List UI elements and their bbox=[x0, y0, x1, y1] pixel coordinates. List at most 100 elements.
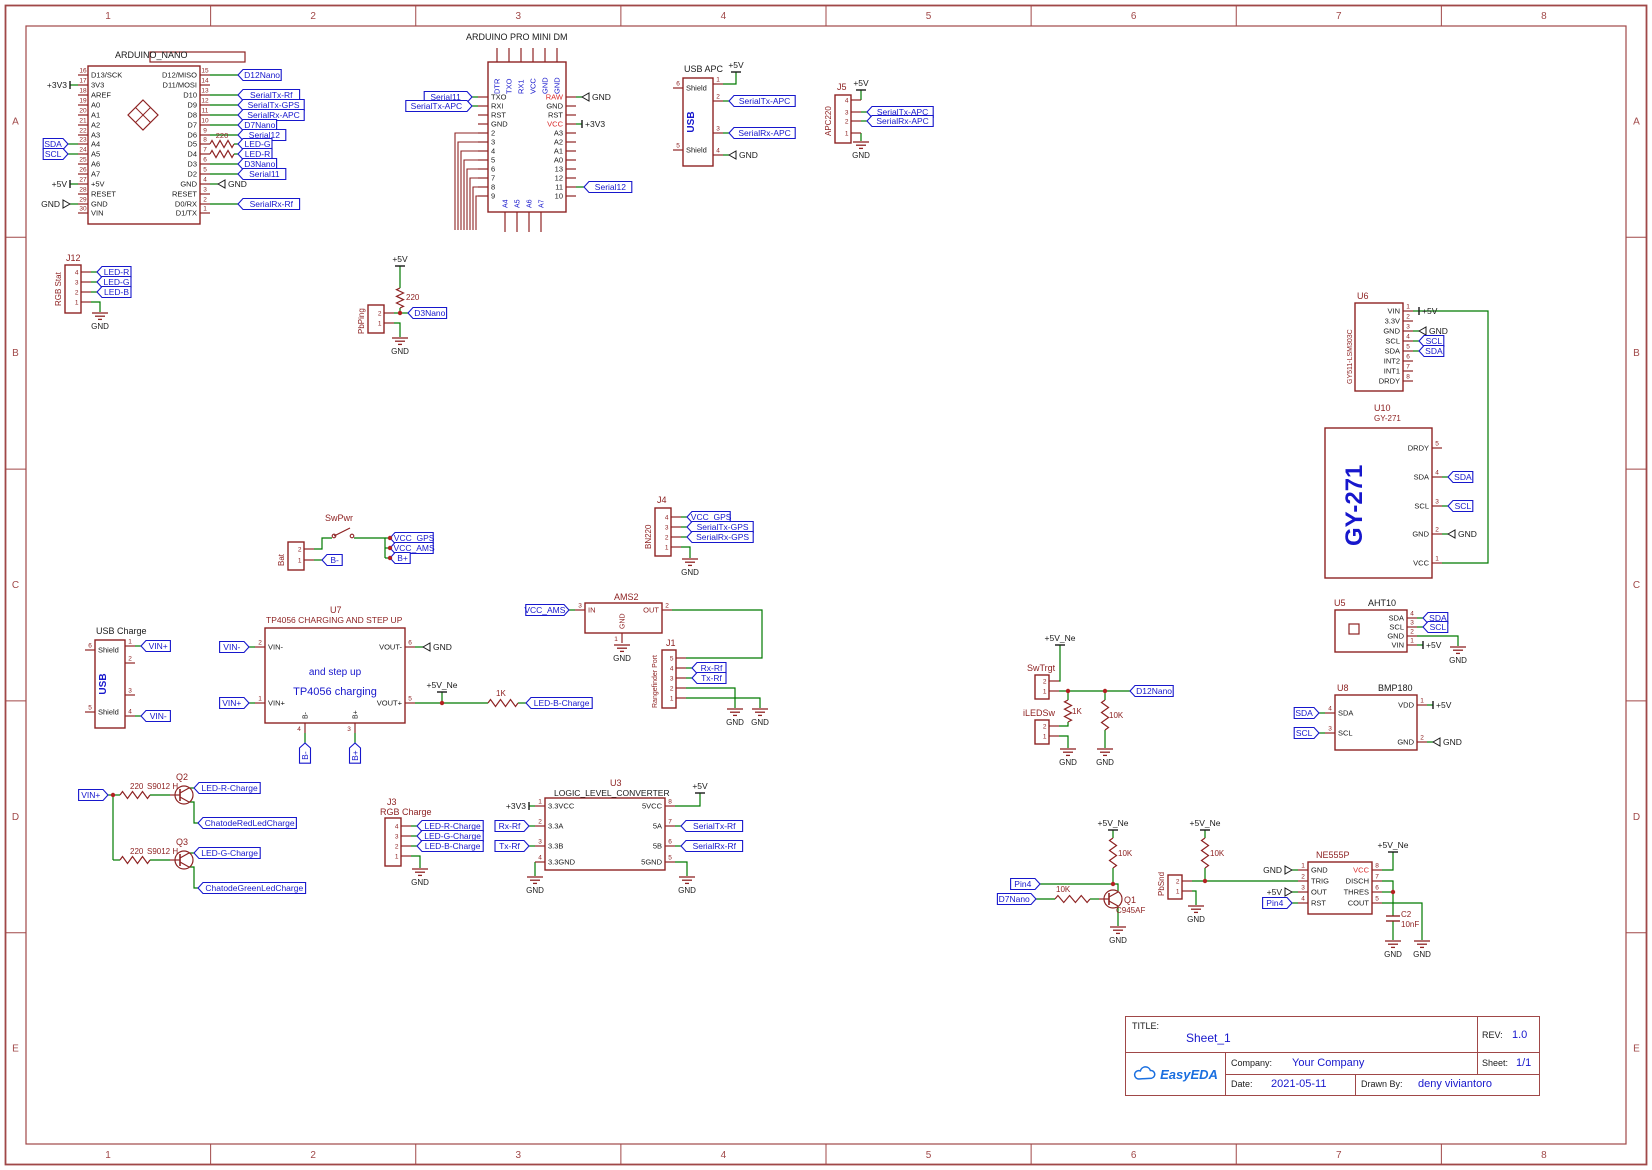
resistor[interactable] bbox=[119, 855, 151, 865]
netflag-VIN-[interactable] bbox=[219, 640, 250, 654]
netflag-LED-G[interactable] bbox=[96, 275, 132, 289]
component-u6-gy511[interactable] bbox=[1354, 302, 1404, 392]
netflag-D12Nano[interactable] bbox=[237, 68, 282, 82]
component-arduino-nano[interactable] bbox=[87, 65, 201, 225]
netflag-arrow-GND[interactable] bbox=[216, 179, 226, 189]
netflag-ChatodeRedLedCharge[interactable] bbox=[197, 816, 297, 830]
component-u5-aht10[interactable] bbox=[1334, 609, 1408, 653]
switch-terminal[interactable] bbox=[349, 533, 355, 539]
netflag-arrow-+5V[interactable] bbox=[1284, 887, 1294, 897]
resistor[interactable] bbox=[119, 790, 151, 800]
netflag-Serial11[interactable] bbox=[237, 167, 287, 181]
netflag-SerialRx-APC[interactable] bbox=[728, 126, 796, 140]
resistor[interactable] bbox=[209, 149, 235, 159]
netflag-LED-B-Charge[interactable] bbox=[525, 696, 593, 710]
netflag-SCL[interactable] bbox=[1293, 726, 1320, 740]
netflag-SerialRx-APC[interactable] bbox=[866, 114, 934, 128]
netflag-B+[interactable] bbox=[389, 551, 411, 565]
netflag-VCC_AMS[interactable] bbox=[389, 541, 434, 555]
netflag-VCC_GPS[interactable] bbox=[389, 531, 434, 545]
switch-blade[interactable] bbox=[333, 527, 351, 537]
resistor[interactable] bbox=[1100, 699, 1110, 731]
netflag-arrow-GND[interactable] bbox=[1417, 326, 1427, 336]
netflag-SCL[interactable] bbox=[1447, 499, 1474, 513]
component-u8-bmp180[interactable] bbox=[1334, 694, 1418, 751]
resistor[interactable] bbox=[1108, 837, 1118, 869]
netflag-arrow-GND[interactable] bbox=[1284, 865, 1294, 875]
component-pbping[interactable] bbox=[367, 304, 385, 334]
netflag-VIN+[interactable] bbox=[219, 696, 250, 710]
netflag-VIN-[interactable] bbox=[140, 709, 171, 723]
netflag-SCL[interactable] bbox=[1418, 334, 1445, 348]
resistor[interactable] bbox=[1063, 699, 1073, 723]
netflag-arrow-GND[interactable] bbox=[421, 642, 431, 652]
netflag-SerialRx-GPS[interactable] bbox=[686, 530, 754, 544]
component-arduino-pro-mini[interactable] bbox=[487, 61, 567, 213]
netflag-LED-G-Charge[interactable] bbox=[193, 846, 261, 860]
component-swtrgt[interactable] bbox=[1034, 674, 1050, 700]
netflag-D3Nano[interactable] bbox=[237, 157, 278, 171]
netflag-SDA[interactable] bbox=[1418, 344, 1445, 358]
netflag-D3Nano[interactable] bbox=[407, 306, 448, 320]
netflag-Serial12[interactable] bbox=[583, 180, 633, 194]
netflag-SerialRx-Rf[interactable] bbox=[680, 839, 744, 853]
netflag-SerialTx-Rf[interactable] bbox=[680, 819, 744, 833]
netflag-B+[interactable] bbox=[348, 742, 362, 764]
netflag-SCL[interactable] bbox=[42, 147, 69, 161]
netflag-arrow-GND[interactable] bbox=[1431, 737, 1441, 747]
netflag-LED-B[interactable] bbox=[96, 285, 132, 299]
netflag-LED-R-Charge[interactable] bbox=[193, 781, 261, 795]
component-usb-apc[interactable] bbox=[682, 77, 714, 167]
resistor[interactable] bbox=[209, 139, 235, 149]
netflag-SerialTx-GPS[interactable] bbox=[237, 98, 305, 112]
netflag-Tx-Rf[interactable] bbox=[494, 839, 530, 853]
component-j4[interactable] bbox=[654, 507, 672, 557]
component-ams2[interactable] bbox=[584, 602, 663, 634]
component-u10-gy271[interactable] bbox=[1324, 427, 1433, 579]
netflag-LED-B-Charge[interactable] bbox=[416, 839, 484, 853]
netflag-D7Nano[interactable] bbox=[237, 118, 278, 132]
netflag-SerialTx-Rf[interactable] bbox=[237, 88, 301, 102]
component-j12[interactable] bbox=[64, 264, 82, 314]
netflag-SerialTx-GPS[interactable] bbox=[686, 520, 754, 534]
netflag-VIN+[interactable] bbox=[78, 788, 109, 802]
netflag-SerialTx-APC[interactable] bbox=[405, 99, 473, 113]
netflag-Pin4[interactable] bbox=[1010, 877, 1041, 891]
component-iledsw[interactable] bbox=[1034, 719, 1050, 745]
netflag-SerialRx-APC[interactable] bbox=[237, 108, 305, 122]
netflag-Pin4[interactable] bbox=[1262, 896, 1293, 910]
resistor[interactable] bbox=[1200, 837, 1210, 869]
netflag-Rx-Rf[interactable] bbox=[494, 819, 530, 833]
resistor[interactable] bbox=[395, 287, 405, 309]
netflag-SerialTx-APC[interactable] bbox=[728, 94, 796, 108]
netflag-SDA[interactable] bbox=[1293, 706, 1320, 720]
netflag-VIN+[interactable] bbox=[140, 639, 171, 653]
netflag-SDA[interactable] bbox=[1447, 470, 1474, 484]
component-usb-charge[interactable] bbox=[94, 639, 126, 729]
netflag-arrow-GND[interactable] bbox=[1446, 529, 1456, 539]
component-j1[interactable] bbox=[661, 649, 677, 709]
netflag-B-[interactable] bbox=[321, 553, 343, 567]
netflag-LED-G-Charge[interactable] bbox=[416, 829, 484, 843]
netflag-arrow-GND[interactable] bbox=[727, 150, 737, 160]
netflag-ChatodeGreenLedCharge[interactable] bbox=[197, 881, 307, 895]
netflag-SCL[interactable] bbox=[1422, 620, 1449, 634]
netflag-arrow-GND[interactable] bbox=[62, 199, 72, 209]
netflag-LED-R[interactable] bbox=[237, 147, 273, 161]
netflag-VCC_AMS[interactable] bbox=[525, 603, 570, 617]
resistor[interactable] bbox=[1054, 894, 1091, 904]
component-pbsnd[interactable] bbox=[1167, 874, 1183, 900]
netflag-VCC_GPS[interactable] bbox=[686, 510, 731, 524]
netflag-LED-R-Charge[interactable] bbox=[416, 819, 484, 833]
netflag-LED-R[interactable] bbox=[96, 265, 132, 279]
netflag-SDA[interactable] bbox=[42, 137, 69, 151]
resistor[interactable] bbox=[487, 698, 519, 708]
netflag-arrow-GND[interactable] bbox=[580, 92, 590, 102]
component-u3-llc[interactable] bbox=[544, 797, 666, 871]
netflag-LED-G[interactable] bbox=[237, 137, 273, 151]
netflag-B-[interactable] bbox=[298, 742, 312, 764]
netflag-Rx-Rf[interactable] bbox=[691, 661, 727, 675]
component-j5[interactable] bbox=[834, 94, 852, 144]
netflag-D7Nano[interactable] bbox=[996, 892, 1037, 906]
